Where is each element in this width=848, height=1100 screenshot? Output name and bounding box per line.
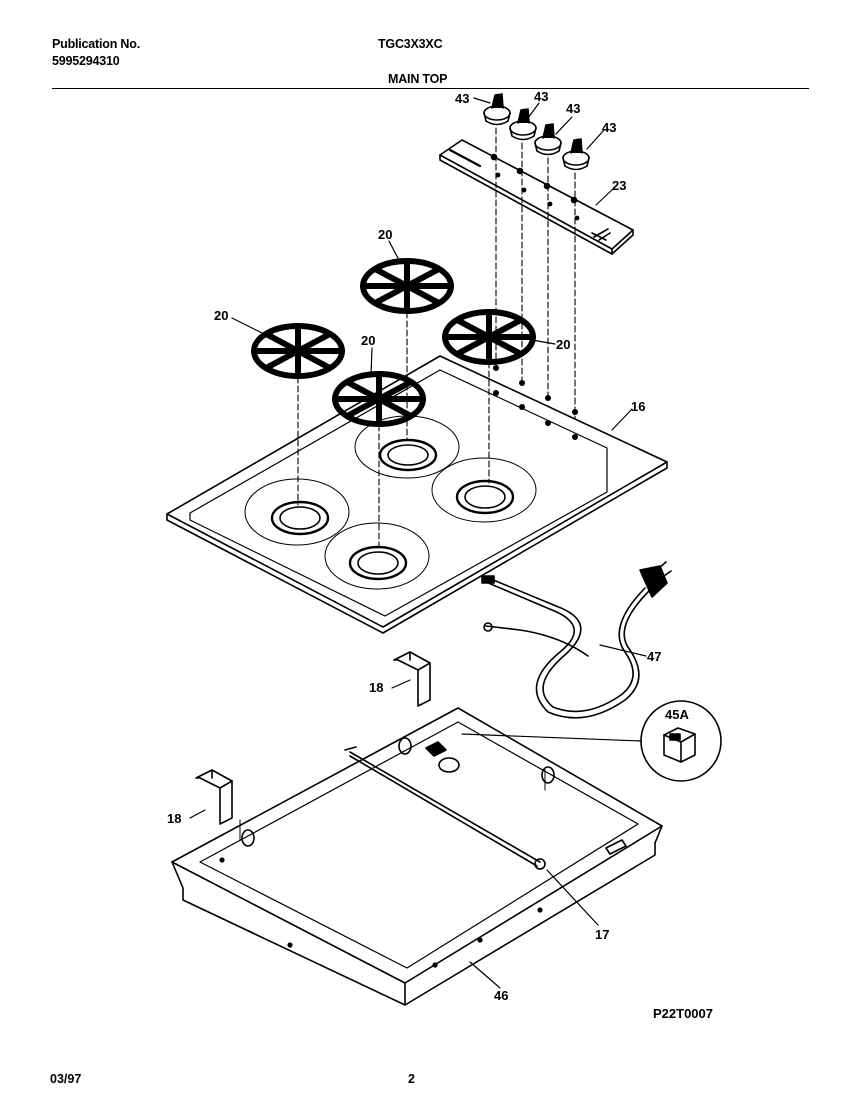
label-bracket: 18 (167, 811, 181, 826)
grate-part (332, 371, 426, 427)
label-control-panel: 23 (612, 178, 626, 193)
label-wire-rod: 17 (595, 927, 609, 942)
footer-date: 03/97 (50, 1072, 82, 1086)
grate-part (442, 309, 536, 365)
label-grate: 20 (361, 333, 375, 348)
label-knob: 43 (455, 91, 469, 106)
page-number: 2 (408, 1072, 415, 1086)
leader-lines (189, 97, 647, 989)
knob-alignment-lines (495, 127, 576, 419)
publication-label: Publication No. (52, 37, 140, 51)
control-panel-part (439, 139, 634, 255)
section-title: MAIN TOP (388, 72, 448, 86)
label-bracket: 18 (369, 680, 383, 695)
model-number: TGC3X3XC (378, 37, 443, 51)
label-burner-box: 46 (494, 988, 508, 1003)
grate-part (251, 323, 345, 379)
label-power-cord: 47 (647, 649, 661, 664)
publication-number: 5995294310 (52, 54, 120, 68)
label-grate: 20 (556, 337, 570, 352)
burner-box-part (171, 707, 663, 1006)
knob-part (483, 93, 590, 171)
part-callouts: 43 43 43 43 23 20 20 20 20 16 47 18 18 4… (167, 89, 713, 1021)
label-knob: 43 (534, 89, 548, 104)
label-switch: 45A (665, 707, 689, 722)
grate-part (360, 258, 454, 314)
bracket-part (195, 769, 233, 825)
label-knob: 43 (602, 120, 616, 135)
switch-inset-part (425, 700, 722, 782)
label-main-top: 16 (631, 399, 645, 414)
wire-rod-part (344, 746, 627, 870)
label-grate: 20 (214, 308, 228, 323)
header-rule (52, 88, 809, 89)
label-grate: 20 (378, 227, 392, 242)
power-cord-part (481, 561, 672, 719)
burner-bowls (244, 415, 537, 590)
label-knob: 43 (566, 101, 580, 116)
bracket-part (393, 651, 431, 707)
main-top-part (166, 355, 668, 634)
diagram-code: P22T0007 (653, 1006, 713, 1021)
grate-alignment-lines (297, 311, 490, 549)
